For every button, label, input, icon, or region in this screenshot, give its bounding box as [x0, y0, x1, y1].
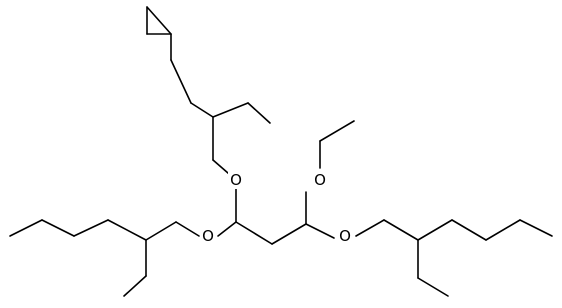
bond	[417, 219, 453, 241]
bond	[190, 102, 214, 118]
bond	[271, 223, 307, 245]
oxygen-left: O	[200, 227, 216, 245]
bond	[383, 219, 419, 241]
bond	[107, 219, 147, 241]
bond	[485, 219, 521, 241]
bond	[519, 219, 553, 237]
propane-backbone	[217, 179, 335, 245]
atom-label-o-right: O	[339, 227, 351, 245]
bond	[235, 221, 273, 245]
bond	[247, 102, 271, 124]
bond	[41, 219, 75, 237]
bond	[319, 120, 355, 142]
oxygen-top: O	[228, 171, 244, 189]
bond	[355, 219, 385, 237]
atom-label-o-left: O	[202, 227, 214, 245]
bond	[175, 221, 200, 237]
right-ethylhexyl-chain	[355, 219, 553, 297]
bond	[145, 221, 177, 241]
bond	[146, 6, 172, 35]
bond	[417, 277, 449, 297]
oxygen-ethoxy: O	[312, 171, 328, 189]
top-ethylhexyl-chain	[146, 6, 271, 181]
oxygen-right: O	[337, 227, 353, 245]
atom-label-o-ethoxy: O	[314, 171, 326, 189]
left-ethylhexyl-chain	[9, 219, 200, 297]
bond	[73, 219, 109, 237]
bond	[217, 221, 237, 237]
bond	[170, 59, 192, 104]
bond	[9, 219, 43, 237]
bond	[123, 275, 147, 297]
atom-label-o-top: O	[230, 171, 242, 189]
bond	[212, 102, 249, 118]
bond	[305, 223, 335, 239]
bond	[451, 219, 487, 241]
ethoxy-group	[319, 120, 355, 169]
